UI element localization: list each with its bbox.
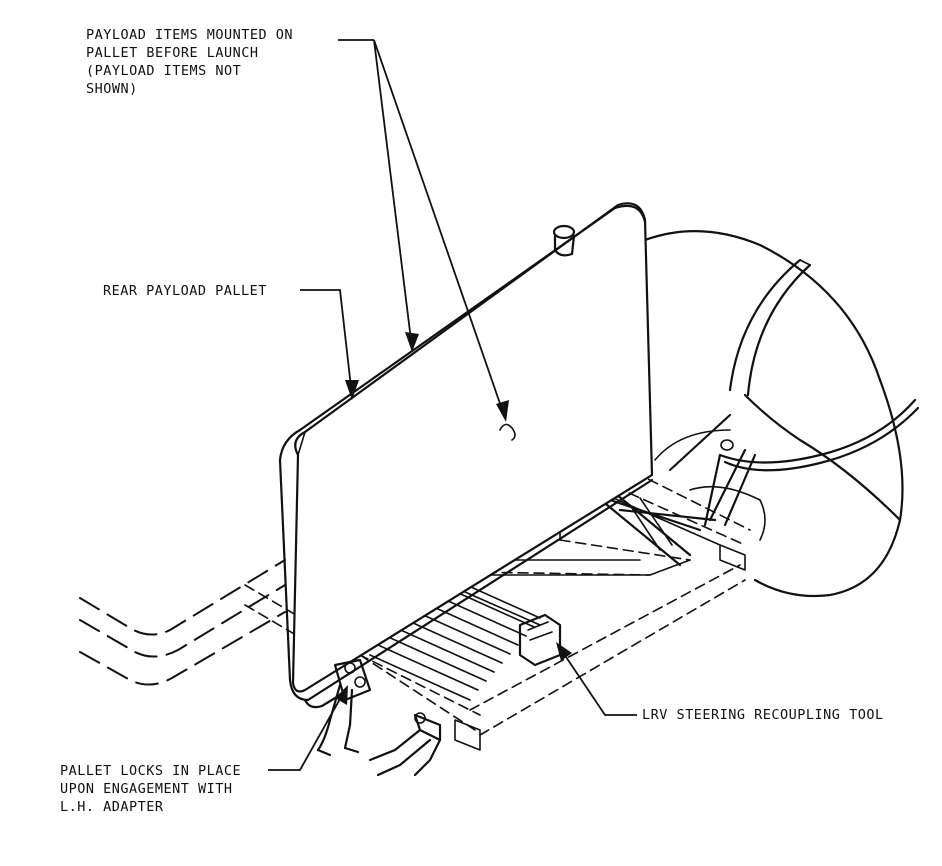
label-steering-tool-text: LRV STEERING RECOUPLING TOOL <box>642 707 884 723</box>
label-payload-items-line-3: (PAYLOAD ITEMS NOT <box>86 63 242 79</box>
wheel-fender <box>643 230 920 598</box>
payload-marker <box>499 423 516 441</box>
label-pallet-locks: PALLET LOCKS IN PLACE UPON ENGAGEMENT WI… <box>60 762 241 816</box>
label-payload-items: PAYLOAD ITEMS MOUNTED ON PALLET BEFORE L… <box>86 26 293 98</box>
steering-tool <box>518 613 562 667</box>
pallet-plate <box>278 202 654 702</box>
label-rear-pallet: REAR PAYLOAD PALLET <box>103 282 267 300</box>
top-post <box>552 224 576 257</box>
label-pallet-locks-line-2: UPON ENGAGEMENT WITH <box>60 781 233 797</box>
pallet-lock-hardware <box>303 658 442 777</box>
label-payload-items-line-2: PALLET BEFORE LAUNCH <box>86 45 259 61</box>
leader-steering-tool <box>556 642 637 716</box>
label-pallet-locks-line-1: PALLET LOCKS IN PLACE <box>60 763 242 779</box>
end-block <box>454 544 746 751</box>
label-payload-items-line-4: SHOWN) <box>86 81 138 97</box>
label-steering-tool: LRV STEERING RECOUPLING TOOL <box>642 706 884 724</box>
leader-payload-items <box>338 39 509 422</box>
label-payload-items-line-1: PAYLOAD ITEMS MOUNTED ON <box>86 27 294 43</box>
label-pallet-locks-line-3: L.H. ADAPTER <box>60 799 164 815</box>
strut-mechanism <box>593 413 757 567</box>
leader-pallet-locks <box>268 685 348 771</box>
leader-rear-pallet <box>300 289 359 400</box>
label-rear-pallet-text: REAR PAYLOAD PALLET <box>103 283 267 299</box>
